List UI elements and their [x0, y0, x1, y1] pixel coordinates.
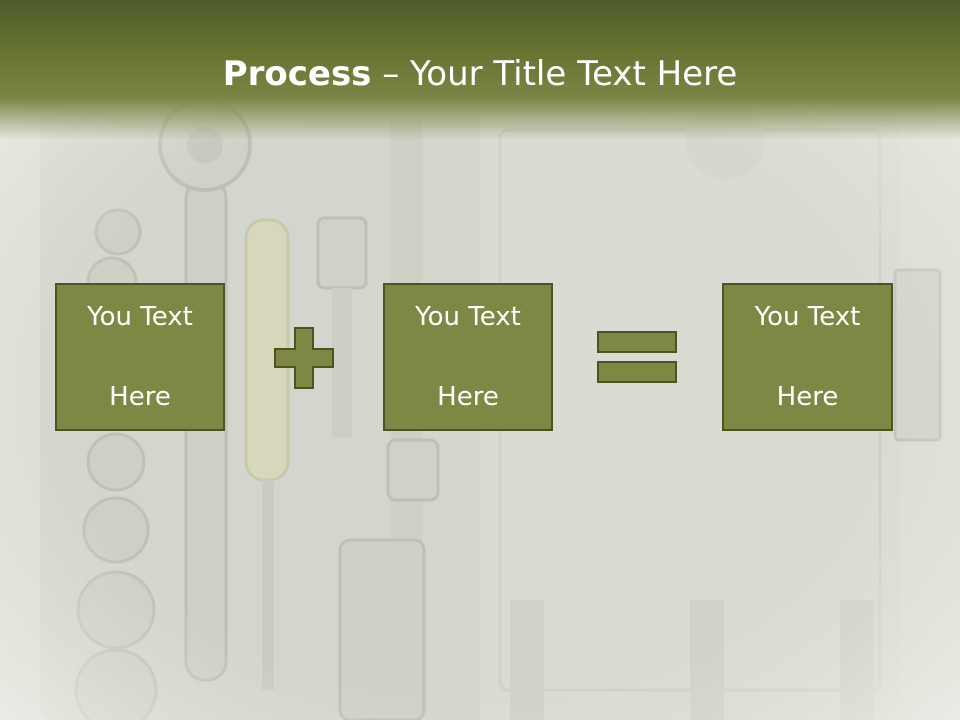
- title-bold: Process: [222, 54, 372, 94]
- box-2-line-1: You Text: [415, 302, 521, 332]
- equals-icon: [597, 331, 677, 383]
- box-1-line-1: You Text: [87, 302, 193, 332]
- plus-icon: [274, 327, 334, 389]
- box-3-line-2: Here: [776, 382, 839, 412]
- box-1-line-2: Here: [109, 382, 171, 412]
- title-bar: [0, 0, 960, 140]
- title-text: – Your Title Text Here: [371, 54, 738, 94]
- box-2-line-2: Here: [437, 382, 499, 412]
- slide-title: Process – Your Title Text Here: [0, 52, 960, 96]
- box-3-line-1: You Text: [754, 302, 861, 332]
